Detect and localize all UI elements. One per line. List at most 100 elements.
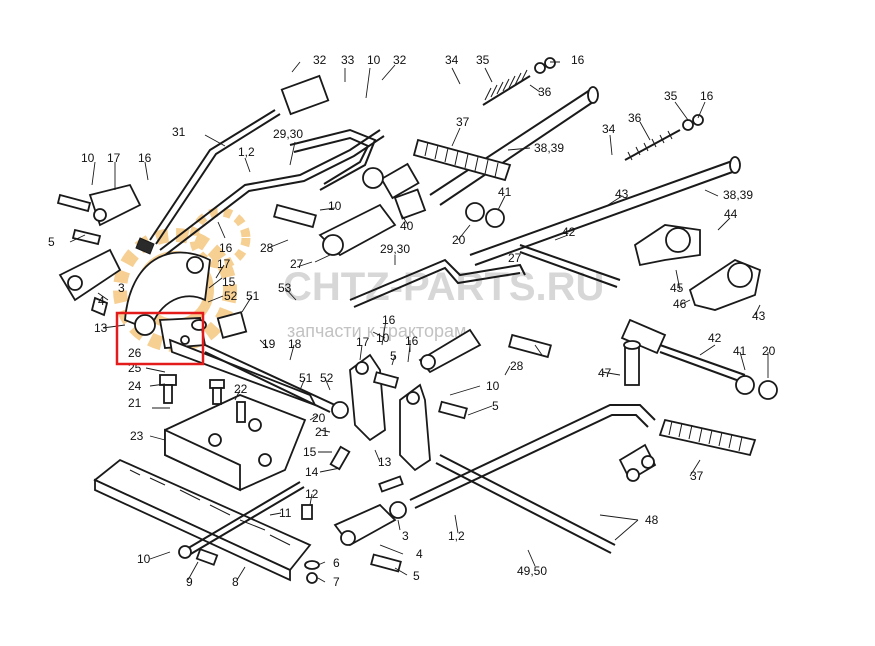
bolt-5-lower: [370, 553, 402, 573]
callout-18: 18: [288, 337, 302, 351]
spring-37-right: [658, 418, 757, 457]
callout-16: 16: [382, 313, 396, 327]
callout-21: 21: [128, 396, 142, 410]
watermark-brand: CHTZ-PARTS.RU: [283, 265, 604, 309]
spring-37-top: [412, 138, 512, 182]
callout-12: 12: [305, 487, 319, 501]
parts-drawing: [56, 57, 778, 584]
callout-45: 45: [670, 281, 684, 295]
pin-9: [195, 548, 219, 566]
callout-51: 51: [246, 289, 260, 303]
callout-20: 20: [312, 411, 326, 425]
callout-43: 43: [752, 309, 766, 323]
callout-10: 10: [486, 379, 500, 393]
rod-11: [178, 481, 305, 559]
callout-4: 4: [416, 547, 423, 561]
callout-41: 41: [498, 185, 512, 199]
callout-14: 14: [305, 465, 319, 479]
callout-24: 24: [128, 379, 142, 393]
callout-13: 13: [94, 321, 108, 335]
callout-52: 52: [320, 371, 334, 385]
callout-9: 9: [186, 575, 193, 589]
callout-52: 52: [224, 289, 238, 303]
watermark-tagline: запчасти к тракторам: [287, 321, 466, 341]
callout-1-2: 1,2: [448, 529, 465, 543]
callout-10: 10: [367, 53, 381, 67]
bolt-5-left: [56, 193, 109, 317]
lever-13: [124, 251, 211, 336]
clevis-4-lower: [333, 501, 407, 547]
callout-38-39: 38,39: [534, 141, 564, 155]
callout-51: 51: [299, 371, 313, 385]
callout-10: 10: [328, 199, 342, 213]
callout-27: 27: [290, 257, 304, 271]
callout-32: 32: [393, 53, 407, 67]
callout-28: 28: [510, 359, 524, 373]
bolt-24: [159, 374, 177, 404]
lever-13-center: [349, 353, 431, 472]
clevis-17: [58, 183, 142, 302]
callout-34: 34: [445, 53, 459, 67]
frame-lower: [409, 404, 657, 509]
callout-37: 37: [456, 115, 470, 129]
callout-15: 15: [222, 275, 236, 289]
pin-47: [623, 340, 641, 386]
nut-41-right: [735, 375, 778, 400]
clevis-27-middle: [418, 328, 482, 374]
callout-10: 10: [81, 151, 95, 165]
callout-35: 35: [664, 89, 678, 103]
callout-28: 28: [260, 241, 274, 255]
callout-5: 5: [413, 569, 420, 583]
callout-5: 5: [48, 235, 55, 249]
callout-32: 32: [313, 53, 327, 67]
rod-19: [204, 344, 349, 419]
callout-15: 15: [303, 445, 317, 459]
callout-13: 13: [378, 455, 392, 469]
callout-8: 8: [232, 575, 239, 589]
callout-16: 16: [700, 89, 714, 103]
callout-27: 27: [508, 251, 522, 265]
callout-16: 16: [219, 241, 233, 255]
callout-11: 11: [279, 506, 292, 520]
callout-46: 46: [673, 297, 687, 311]
callout-4: 4: [98, 294, 105, 308]
tube-38-39-right: [469, 156, 741, 266]
lever-44: [633, 224, 762, 311]
callout-48: 48: [645, 513, 659, 527]
callout-34: 34: [602, 122, 616, 136]
rail-8: [93, 458, 312, 582]
pin-28: [508, 333, 552, 359]
spring-36-top: [482, 57, 556, 106]
callout-3: 3: [402, 529, 409, 543]
callout-31: 31: [172, 125, 186, 139]
callout-42: 42: [708, 331, 722, 345]
callout-19: 19: [262, 337, 276, 351]
callout-29-30: 29,30: [380, 242, 410, 256]
callout-21: 21: [315, 425, 329, 439]
bushing-51: [191, 311, 248, 339]
callout-1-2: 1,2: [238, 145, 255, 159]
callout-26: 26: [128, 346, 142, 360]
callout-22: 22: [234, 382, 248, 396]
callout-10: 10: [137, 552, 151, 566]
callout-17: 17: [356, 335, 370, 349]
bolt-22: [209, 379, 246, 423]
callout-37: 37: [690, 469, 704, 483]
leader-lines: [69, 61, 769, 583]
callout-7: 7: [333, 575, 340, 589]
callout-20: 20: [452, 233, 466, 247]
callout-10: 10: [376, 331, 390, 345]
callout-17: 17: [107, 151, 121, 165]
callout-44: 44: [724, 207, 738, 221]
clevis-27: [273, 203, 397, 257]
callout-43: 43: [615, 187, 629, 201]
highlight-box: [115, 311, 205, 366]
rod-31: [135, 74, 330, 255]
callout-16: 16: [138, 151, 152, 165]
callout-41: 41: [733, 344, 747, 358]
callout-42: 42: [562, 225, 576, 239]
callout-49-50: 49,50: [517, 564, 547, 578]
callout-6: 6: [333, 556, 340, 570]
bolt-5-center: [372, 371, 468, 420]
callout-5: 5: [492, 399, 499, 413]
